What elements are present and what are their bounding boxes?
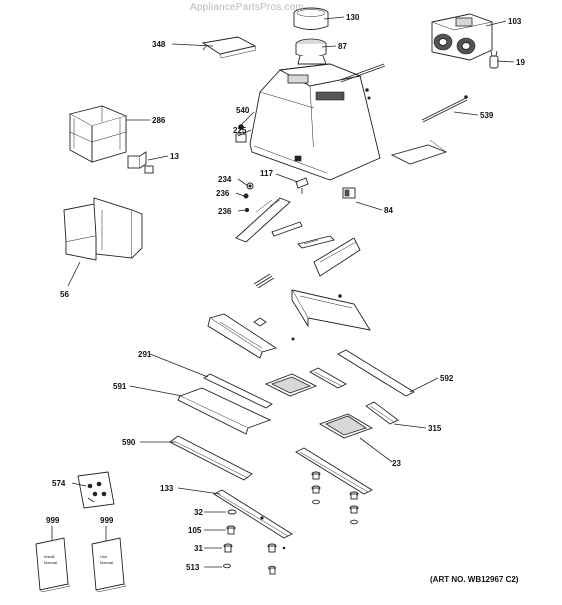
part-19-capacitor — [489, 50, 499, 69]
hood-main-body — [249, 63, 381, 181]
part-539-rod — [421, 95, 468, 123]
callout-315: 315 — [428, 424, 442, 433]
callout-286: 286 — [152, 116, 166, 125]
callout-591: 591 — [113, 382, 127, 391]
callout-999b: 999 — [100, 516, 114, 525]
part-574-hardware-bag — [77, 471, 115, 509]
part-31-knob — [223, 543, 233, 553]
callout-labels: 130 87 103 19 348 540 225 286 539 13 117… — [46, 13, 525, 572]
part-87-damper — [295, 38, 327, 65]
part-234-knob — [246, 182, 254, 190]
callout-590: 590 — [122, 438, 136, 447]
callout-234: 234 — [218, 175, 232, 184]
part-filter-frame-a — [264, 373, 318, 397]
part-591-plate — [177, 387, 272, 435]
part-56-wrap-panel — [63, 197, 143, 261]
part-filter-frame-b — [318, 413, 374, 439]
part-592-rail — [337, 349, 415, 397]
callout-574: 574 — [52, 479, 66, 488]
part-999-use-manual: Use Manual — [91, 537, 127, 593]
callout-592: 592 — [440, 374, 454, 383]
use-manual-line2: Manual — [100, 560, 113, 565]
part-knob-cluster-right — [267, 543, 286, 575]
part-103-blower-assembly — [431, 13, 493, 61]
install-manual-line1: Install — [44, 554, 55, 559]
part-23-bottom-rail — [295, 447, 373, 495]
part-315-filter-strip — [365, 401, 399, 425]
watermark: AppliancePartsPros.com — [190, 2, 304, 13]
callout-103: 103 — [508, 17, 522, 26]
callout-130: 130 — [346, 13, 360, 22]
part-light-housing — [291, 289, 371, 331]
callout-513: 513 — [186, 563, 200, 572]
part-small-clip-diamond — [253, 317, 295, 341]
part-130-duct-collar — [293, 7, 329, 30]
part-999-install-manual: Install Manual — [35, 537, 71, 593]
callout-225: 225 — [233, 126, 247, 135]
part-23-hardware-set — [311, 471, 359, 525]
part-590-channel — [169, 435, 253, 481]
callout-133: 133 — [160, 484, 174, 493]
callout-56: 56 — [60, 290, 69, 299]
part-513-washer — [223, 563, 231, 569]
callout-105: 105 — [188, 526, 202, 535]
part-control-panel — [235, 197, 291, 243]
part-small-bars — [253, 273, 275, 289]
callout-87: 87 — [338, 42, 347, 51]
callout-540: 540 — [236, 106, 250, 115]
callout-117: 117 — [260, 169, 273, 178]
part-left-filter-channel — [207, 313, 278, 359]
part-side-plate — [390, 139, 448, 165]
part-291-bar — [203, 373, 273, 409]
leader-lines — [51, 16, 515, 568]
part-117-clip — [295, 177, 309, 194]
callout-13: 13 — [170, 152, 179, 161]
callout-236b: 236 — [218, 207, 232, 216]
use-manual-line1: Use — [100, 554, 108, 559]
part-right-panel-upper — [313, 237, 361, 277]
part-13-bracket — [127, 151, 154, 174]
callout-999a: 999 — [46, 516, 60, 525]
callout-348: 348 — [152, 40, 166, 49]
install-manual-line2: Manual — [44, 560, 57, 565]
callout-236a: 236 — [216, 189, 230, 198]
part-236-socket-a — [243, 193, 249, 199]
part-348-top-plate — [201, 36, 257, 59]
part-225-label — [235, 133, 247, 143]
part-rod-top — [339, 63, 386, 100]
callout-32: 32 — [194, 508, 203, 517]
part-small-wires — [271, 221, 335, 249]
callout-19: 19 — [516, 58, 525, 67]
part-84-switch — [342, 187, 356, 199]
part-filter-strip-a — [309, 367, 347, 389]
callout-84: 84 — [384, 206, 393, 215]
callout-23: 23 — [392, 459, 401, 468]
part-286-frame — [68, 105, 128, 163]
callout-539: 539 — [480, 111, 494, 120]
art-number: (ART NO. WB12967 C2) — [430, 575, 519, 584]
callout-31: 31 — [194, 544, 203, 553]
part-32-nut — [227, 509, 237, 515]
part-105-bushing — [226, 525, 236, 535]
callout-291: 291 — [138, 350, 152, 359]
part-133-bar — [213, 489, 293, 539]
